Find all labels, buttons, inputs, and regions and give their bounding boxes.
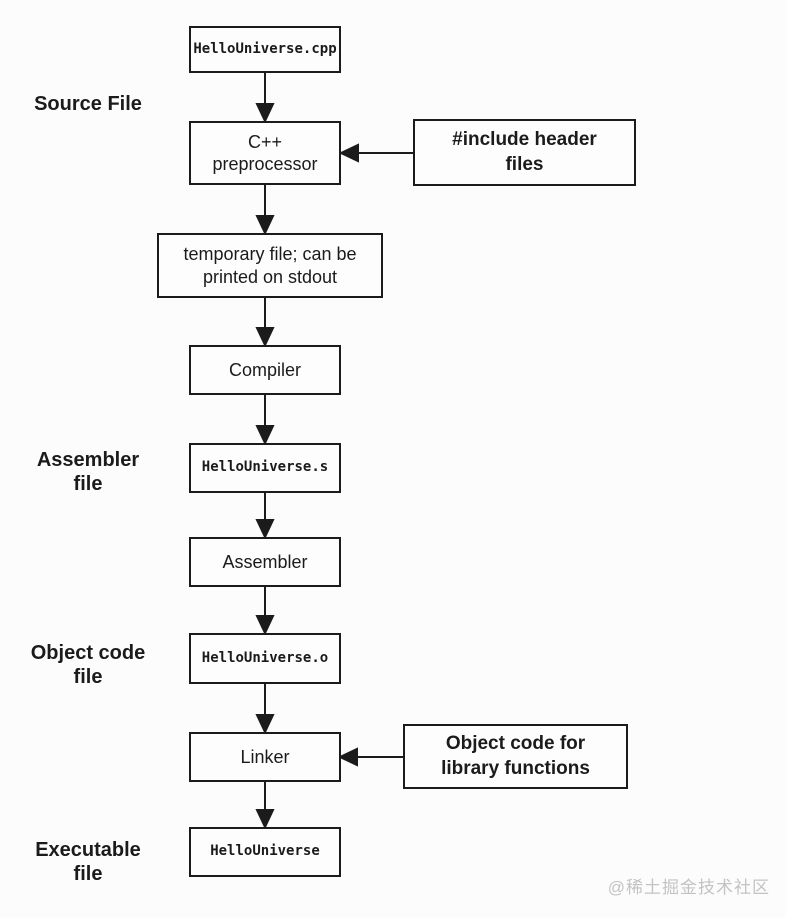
stage-label-object-code-file: Object code file: [3, 641, 173, 689]
node-object-lib-line2: library functions: [441, 757, 590, 779]
node-include-headers: #include header files: [413, 119, 636, 186]
stage-label-executable-file-line1: Executable: [35, 839, 141, 861]
node-assembler: Assembler: [189, 537, 341, 587]
stage-label-source-file: Source File: [3, 92, 173, 116]
node-temp-file: temporary file; can be printed on stdout: [157, 233, 383, 298]
stage-label-object-code-file-line1: Object code: [30, 642, 146, 664]
stage-label-executable-file: Executable file: [3, 838, 173, 886]
stage-label-assembler-file-line1: Assembler: [36, 449, 140, 471]
node-preprocessor: C++ preprocessor: [189, 121, 341, 185]
node-preprocessor-line1: C++: [247, 131, 283, 152]
stage-label-assembler-file-line2: file: [73, 473, 103, 495]
arrow-cpp-to-preprocessor: [255, 73, 275, 124]
arrow-objlib-to-linker: [337, 747, 403, 767]
arrow-preprocessor-to-tempfile: [255, 185, 275, 236]
node-temp-file-line2: printed on stdout: [202, 266, 338, 287]
node-executable-label: HelloUniverse: [210, 843, 320, 860]
node-assembler-label: Assembler: [222, 551, 308, 572]
node-compiler-label: Compiler: [228, 359, 302, 380]
arrow-include-to-preprocessor: [338, 143, 413, 163]
node-object-file: HelloUniverse.o: [189, 633, 341, 684]
node-compiler: Compiler: [189, 345, 341, 395]
node-linker: Linker: [189, 732, 341, 782]
node-preprocessor-line2: preprocessor: [212, 154, 318, 174]
node-assembler-file-label: HelloUniverse.s: [201, 459, 329, 476]
arrow-assembler-to-objfile: [255, 587, 275, 636]
stage-label-object-code-file-line2: file: [73, 666, 103, 688]
node-include-headers-line2: files: [505, 153, 544, 175]
node-executable: HelloUniverse: [189, 827, 341, 877]
node-assembler-file: HelloUniverse.s: [189, 443, 341, 493]
stage-label-executable-file-line2: file: [73, 863, 103, 885]
node-source-file: HelloUniverse.cpp: [189, 26, 341, 73]
arrow-objfile-to-linker: [255, 684, 275, 735]
node-object-lib: Object code for library functions: [403, 724, 628, 789]
node-include-headers-line1: #include header: [452, 128, 597, 150]
arrow-compiler-to-asmfile: [255, 395, 275, 446]
watermark-text: @稀土掘金技术社区: [607, 878, 770, 897]
node-object-file-label: HelloUniverse.o: [201, 649, 329, 666]
node-linker-label: Linker: [240, 746, 290, 767]
arrow-asmfile-to-assembler: [255, 493, 275, 540]
stage-label-source-file-text: Source File: [34, 93, 142, 115]
node-source-file-label: HelloUniverse.cpp: [193, 40, 337, 57]
node-temp-file-line1: temporary file; can be: [183, 244, 357, 264]
stage-label-assembler-file: Assembler file: [3, 448, 173, 496]
arrow-tempfile-to-compiler: [255, 298, 275, 348]
arrow-linker-to-executable: [255, 782, 275, 830]
node-object-lib-line1: Object code for: [445, 732, 586, 754]
